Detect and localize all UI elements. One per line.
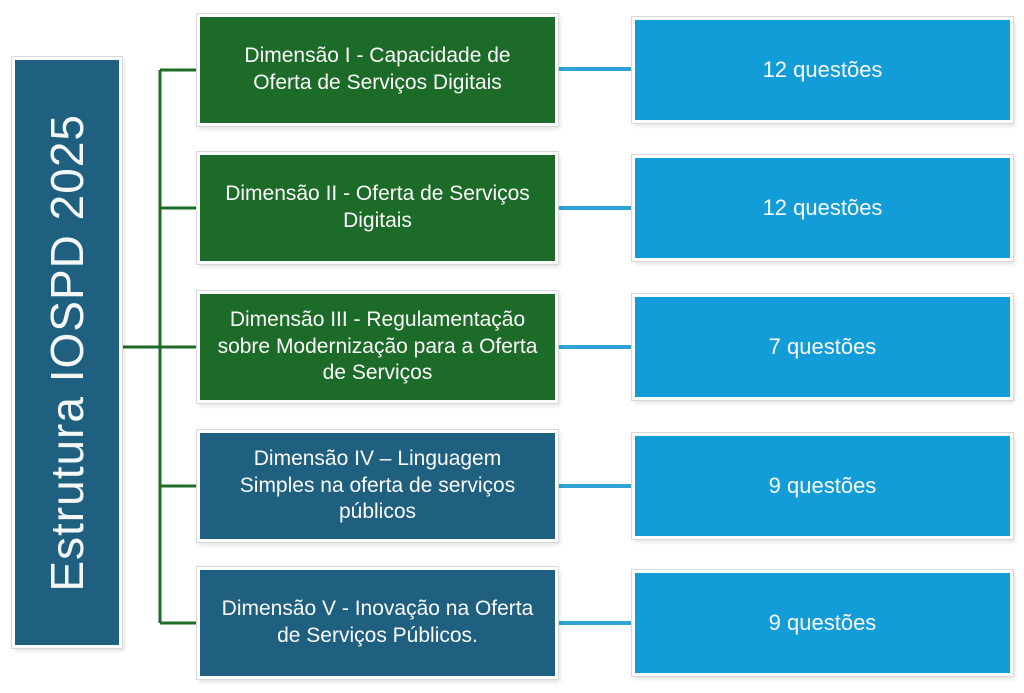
dimension-4-box: Dimensão IV – Linguagem Simples na ofert… (197, 430, 558, 542)
questions-4-box: 9 questões (632, 433, 1013, 539)
questions-3-label: 7 questões (768, 334, 877, 359)
questions-4-label: 9 questões (768, 473, 877, 498)
green-trunk-connector (122, 68, 197, 625)
questions-5-box: 9 questões (632, 570, 1013, 676)
dimension-1-box: Dimensão I - Capacidade de Oferta de Ser… (197, 14, 558, 126)
questions-1-label: 12 questões (762, 57, 883, 82)
dimension-3-label: Dimensão III - Regulamentação sobre Mode… (217, 307, 538, 385)
questions-2-box: 12 questões (632, 155, 1013, 261)
dimension-1-label: Dimensão I - Capacidade de Oferta de Ser… (244, 44, 511, 94)
questions-3-box: 7 questões (632, 294, 1013, 400)
questions-2-label: 12 questões (762, 195, 883, 220)
blue-link-connectors (558, 67, 632, 625)
dimension-3-box: Dimensão III - Regulamentação sobre Mode… (197, 291, 558, 403)
structure-title-label: Estrutura IOSPD 2025 (41, 113, 93, 592)
dimension-2-label: Dimensão II - Oferta de Serviços Digitai… (225, 182, 530, 232)
questions-1-box: 12 questões (632, 17, 1013, 123)
dimension-5-label: Dimensão V - Inovação na Oferta de Servi… (221, 597, 534, 647)
dimension-5-box: Dimensão V - Inovação na Oferta de Servi… (197, 567, 558, 679)
questions-5-label: 9 questões (768, 610, 877, 635)
dimension-4-label: Dimensão IV – Linguagem Simples na ofert… (239, 446, 516, 524)
structure-title-box: Estrutura IOSPD 2025 (12, 57, 122, 648)
dimension-2-box: Dimensão II - Oferta de Serviços Digitai… (197, 152, 558, 264)
